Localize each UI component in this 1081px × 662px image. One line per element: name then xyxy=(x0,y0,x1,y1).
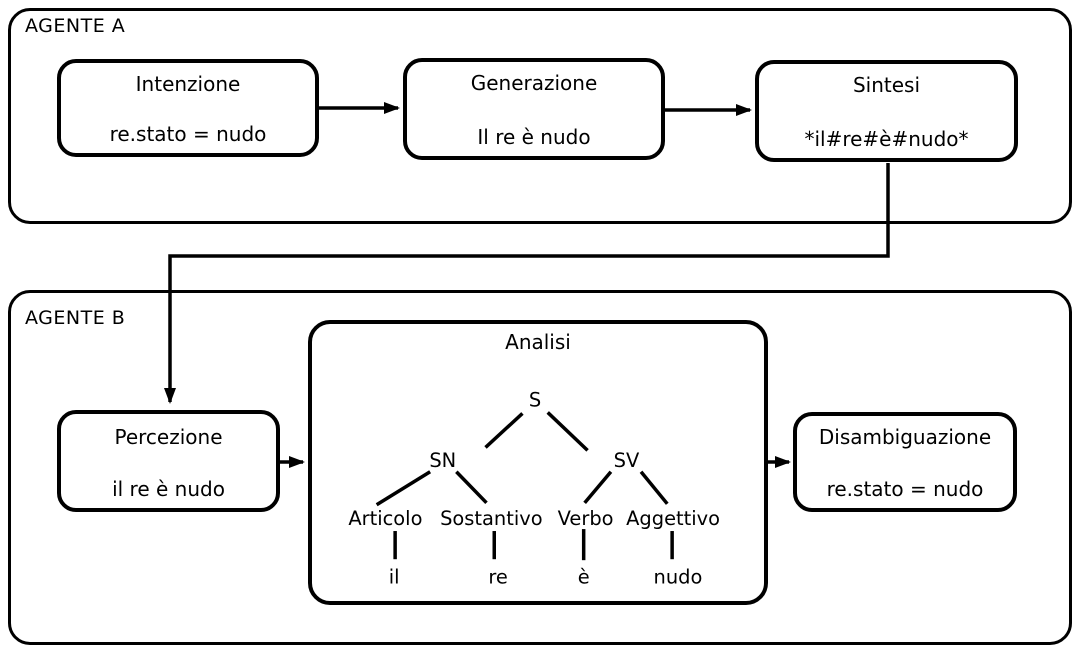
stage-value: re.stato = nudo xyxy=(109,122,267,146)
tree-leaf-re: re xyxy=(488,566,508,589)
stage-value: Il re è nudo xyxy=(477,125,591,149)
tree-edge-s-sn xyxy=(484,412,524,449)
stage-generazione: Generazione Il re è nudo xyxy=(403,58,665,160)
tree-edge-s-sv xyxy=(546,411,589,452)
stage-analisi: Analisi S SN SV Articolo Sostantivo Verb… xyxy=(308,320,768,605)
stage-title: Disambiguazione xyxy=(818,425,992,449)
tree-edge-sn-articolo xyxy=(375,470,432,507)
stage-title: Analisi xyxy=(505,330,571,354)
tree-edge-sn-sostantivo xyxy=(455,470,488,505)
stage-title: Percezione xyxy=(114,425,223,449)
tree-node-sv: SV xyxy=(614,449,640,472)
tree-edge-sv-verbo xyxy=(583,470,613,504)
tree-edge-sv-aggettivo xyxy=(639,470,669,505)
stage-sintesi: Sintesi *il#re#è#nudo* xyxy=(755,60,1018,162)
tree-node-articolo: Articolo xyxy=(348,507,422,530)
tree-node-aggettivo: Aggettivo xyxy=(626,507,720,530)
tree-node-sostantivo: Sostantivo xyxy=(440,507,543,530)
tree-node-s: S xyxy=(529,389,541,412)
tree-node-sn: SN xyxy=(429,449,456,472)
agent-b-label: AGENTE B xyxy=(25,307,126,329)
parse-tree: S SN SV Articolo Sostantivo Verbo Aggett… xyxy=(348,389,720,589)
stage-title: Intenzione xyxy=(135,72,241,96)
stage-disambiguazione: Disambiguazione re.stato = nudo xyxy=(793,412,1017,512)
agent-a-label: AGENTE A xyxy=(25,15,126,37)
stage-value: il re è nudo xyxy=(112,477,225,501)
tree-leaf-il: il xyxy=(389,566,400,589)
tree-leaf-e: è xyxy=(578,566,590,589)
stage-intenzione: Intenzione re.stato = nudo xyxy=(57,59,319,157)
stage-value: re.stato = nudo xyxy=(826,477,984,501)
tree-leaf-nudo: nudo xyxy=(654,566,703,589)
tree-node-verbo: Verbo xyxy=(558,507,614,530)
stage-value: *il#re#è#nudo* xyxy=(804,127,969,151)
stage-title: Sintesi xyxy=(852,73,921,97)
stage-percezione: Percezione il re è nudo xyxy=(57,410,280,512)
stage-title: Generazione xyxy=(470,71,598,95)
